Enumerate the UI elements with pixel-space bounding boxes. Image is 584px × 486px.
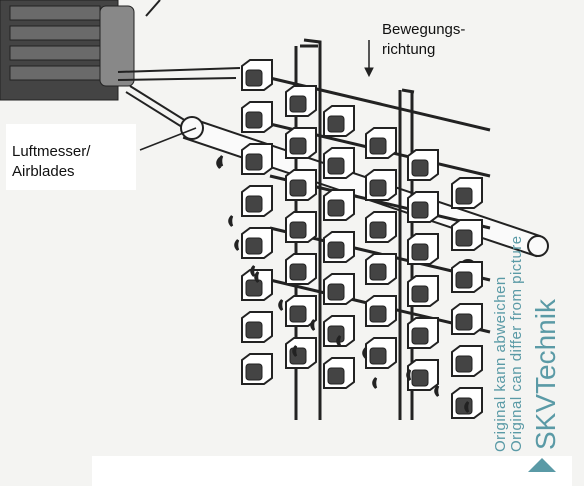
air-droplet-icon bbox=[234, 239, 240, 251]
part-cube bbox=[285, 85, 317, 117]
part-cube bbox=[323, 189, 355, 221]
direction-label-line2: richtung bbox=[382, 41, 436, 58]
air-droplet-icon bbox=[278, 299, 284, 311]
direction-label-line1: Bewegungs- bbox=[382, 21, 466, 38]
part-cube bbox=[451, 261, 483, 293]
part-cube bbox=[285, 211, 317, 243]
part-cube bbox=[285, 169, 317, 201]
part-cube bbox=[365, 337, 397, 369]
part-cube bbox=[323, 315, 355, 347]
part-cube bbox=[407, 359, 439, 391]
part-cube bbox=[241, 311, 273, 343]
part-cube bbox=[365, 127, 397, 159]
direction-label: Bewegungs- richtung bbox=[378, 18, 469, 62]
air-droplet-icon bbox=[362, 347, 368, 359]
air-droplet-icon bbox=[434, 385, 440, 397]
airblades-label-line2: Airblades bbox=[12, 163, 75, 180]
watermark-line2: Original can differ from picture bbox=[508, 235, 525, 452]
part-cube bbox=[241, 227, 273, 259]
part-cube bbox=[285, 127, 317, 159]
airblade-pipe bbox=[180, 116, 549, 277]
air-droplet-icon bbox=[228, 215, 234, 227]
airblades-label: Luftmesser/ Airblades bbox=[6, 124, 136, 190]
part-cube bbox=[451, 303, 483, 335]
part-cube bbox=[285, 337, 317, 369]
part-cube bbox=[365, 169, 397, 201]
air-droplet-icon bbox=[310, 319, 316, 331]
part-cube bbox=[407, 317, 439, 349]
air-droplet-icon bbox=[292, 345, 298, 357]
part-cube bbox=[451, 345, 483, 377]
part-cube bbox=[241, 353, 273, 385]
part-cube bbox=[365, 211, 397, 243]
part-cube bbox=[407, 233, 439, 265]
parts-grid bbox=[241, 59, 483, 419]
part-cube bbox=[323, 231, 355, 263]
part-cube bbox=[241, 269, 273, 301]
part-cube bbox=[241, 185, 273, 217]
part-cube bbox=[407, 191, 439, 223]
part-cube bbox=[241, 101, 273, 133]
part-cube bbox=[323, 273, 355, 305]
air-droplet-icon bbox=[254, 271, 260, 283]
air-droplet-icon bbox=[464, 401, 470, 413]
direction-arrow-icon bbox=[364, 40, 374, 78]
part-cube bbox=[285, 253, 317, 285]
airblades-label-line1: Luftmesser/ bbox=[12, 143, 91, 160]
part-cube bbox=[323, 105, 355, 137]
part-cube bbox=[451, 219, 483, 251]
air-droplet-icon bbox=[250, 265, 256, 277]
air-droplet-icon bbox=[372, 377, 378, 389]
part-cube bbox=[241, 143, 273, 175]
part-cube bbox=[323, 357, 355, 389]
air-droplet-icon bbox=[218, 155, 224, 167]
caption-box bbox=[92, 456, 572, 486]
blower-motor-icon bbox=[0, 0, 135, 101]
part-cube bbox=[365, 295, 397, 327]
watermark-brand: SKVTechnik bbox=[530, 299, 561, 450]
part-cube bbox=[407, 275, 439, 307]
watermark-line1: Original kann abweichen bbox=[492, 276, 509, 452]
part-cube bbox=[407, 149, 439, 181]
air-droplet-icon bbox=[336, 335, 342, 347]
part-cube bbox=[365, 253, 397, 285]
part-cube bbox=[285, 295, 317, 327]
motor-arrow-icon bbox=[145, 0, 161, 17]
part-cube bbox=[241, 59, 273, 91]
part-cube bbox=[451, 177, 483, 209]
watermark-arrow-icon bbox=[528, 458, 556, 472]
air-droplet-icon bbox=[216, 155, 470, 413]
air-droplet-icon bbox=[406, 369, 412, 381]
part-cube bbox=[323, 147, 355, 179]
